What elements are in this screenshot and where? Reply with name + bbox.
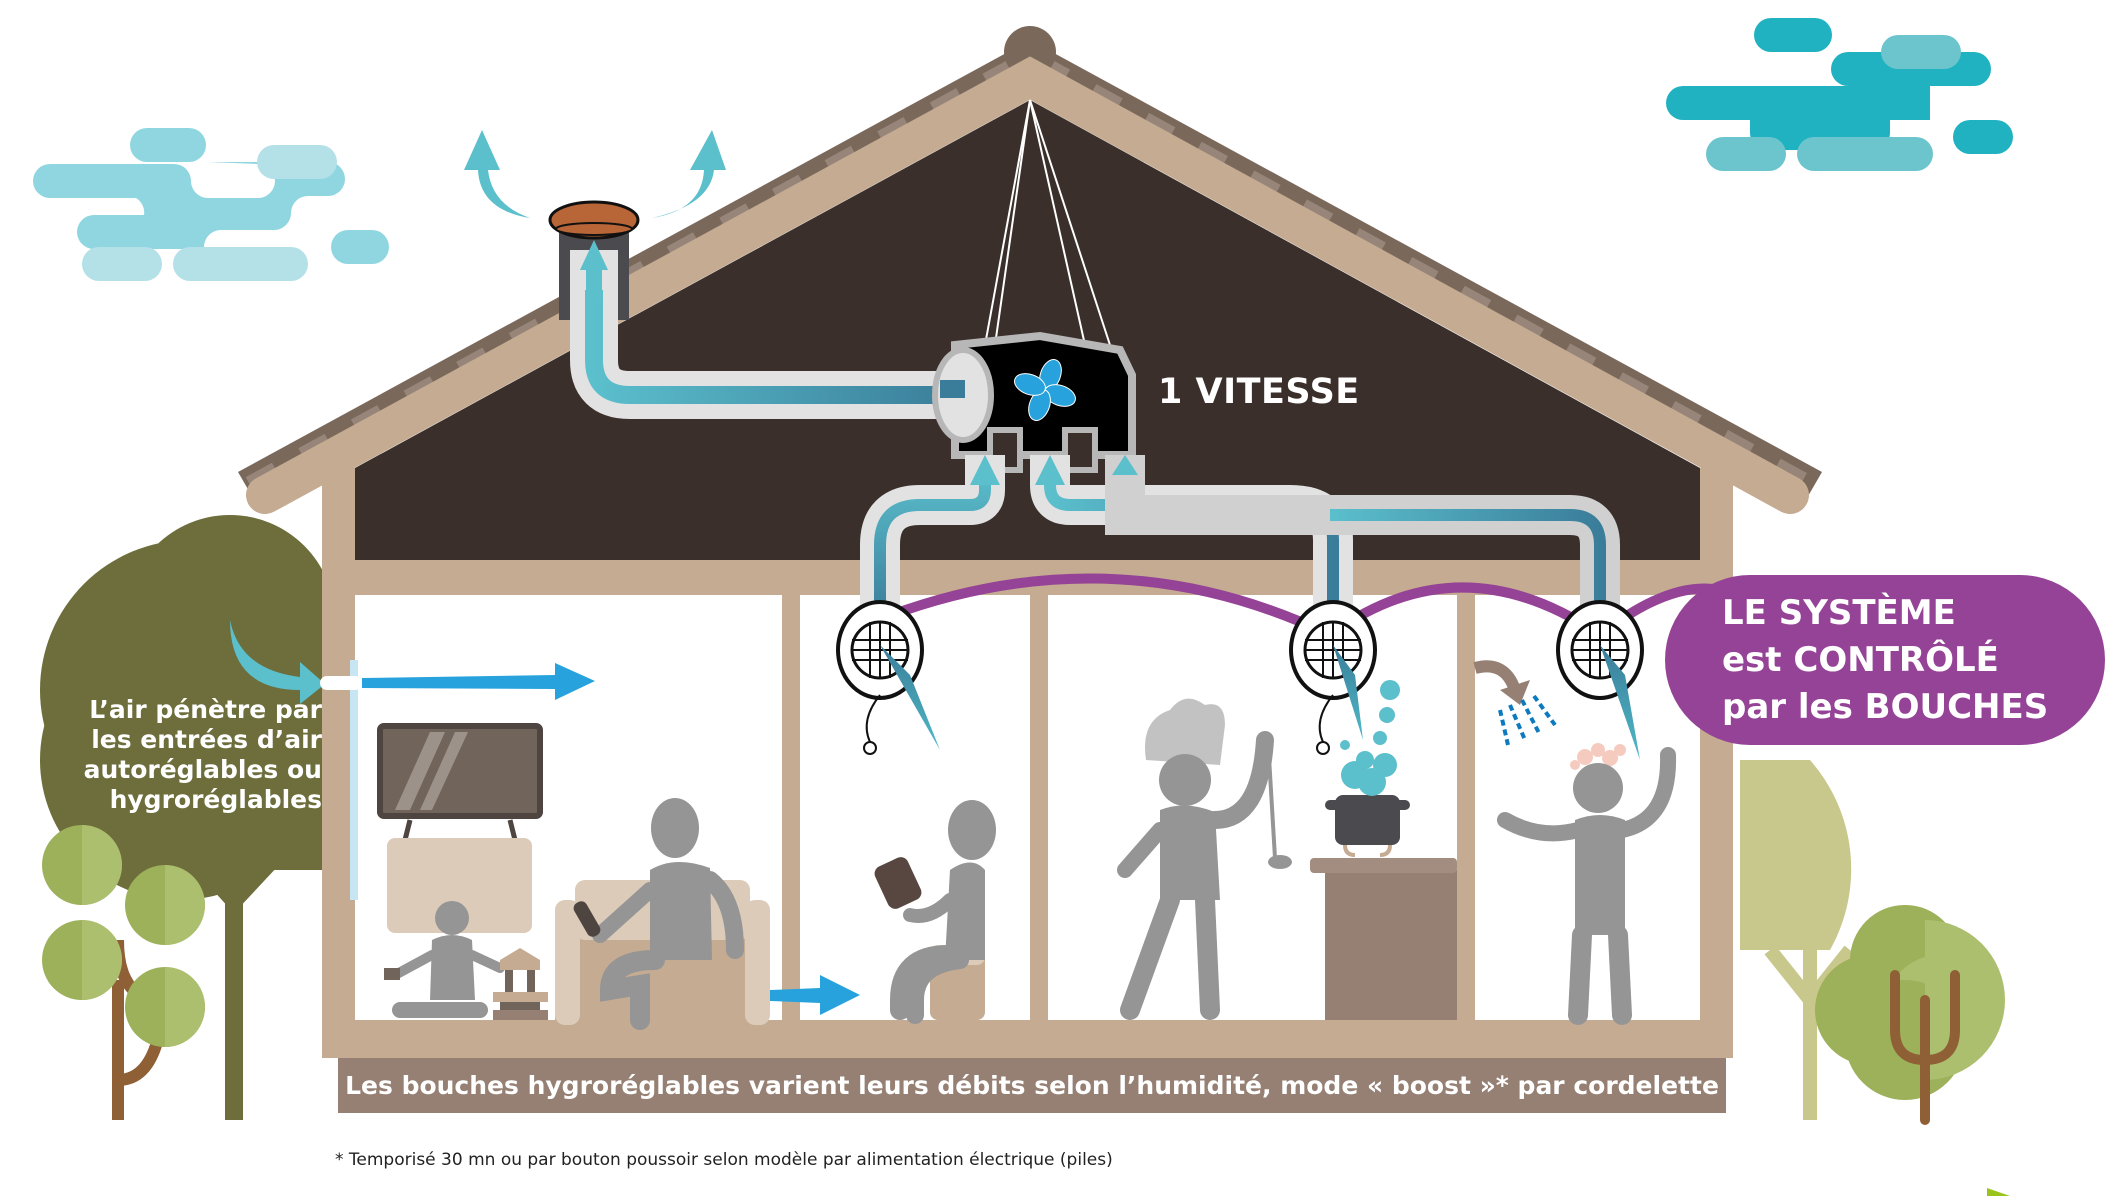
chef-icon bbox=[1117, 698, 1292, 1020]
control-note-line: par les BOUCHES bbox=[1722, 687, 2049, 727]
tree-light-right bbox=[1740, 760, 1856, 1120]
child-playing bbox=[384, 901, 505, 1018]
cloud-right bbox=[1666, 18, 2013, 171]
attic bbox=[355, 100, 1700, 560]
fan-icon bbox=[1014, 359, 1076, 421]
next-arrow-icon[interactable] bbox=[1987, 1188, 2010, 1196]
control-note: LE SYSTÈME est CONTRÔLÉ par les BOUCHES bbox=[1722, 590, 2048, 731]
control-note-line: est CONTRÔLÉ bbox=[1722, 640, 1999, 680]
air-inlet-note-line: autoréglables ou bbox=[83, 755, 322, 784]
extract-vent bbox=[836, 600, 940, 755]
exhaust-arrows bbox=[464, 130, 726, 218]
air-inlet-note-line: hygroréglables bbox=[109, 785, 322, 814]
roof-beam bbox=[246, 56, 1809, 514]
toy-blocks bbox=[493, 948, 548, 1020]
tv-icon bbox=[377, 723, 543, 841]
tv-cabinet bbox=[387, 838, 532, 933]
control-note-line: LE SYSTÈME bbox=[1722, 593, 1956, 633]
shower-icon bbox=[1473, 660, 1557, 746]
pot-icon bbox=[1325, 680, 1410, 857]
kitchen-counter bbox=[1310, 858, 1457, 1020]
air-inlet-note-line: L’air pénètre par bbox=[89, 695, 322, 724]
control-bubble bbox=[1665, 575, 2105, 745]
air-inlet-note: L’air pénètre par les entrées d’air auto… bbox=[60, 695, 322, 815]
fan-speed-label: 1 VITESSE bbox=[1158, 372, 1360, 412]
person-showering bbox=[1497, 743, 1677, 1025]
person-sitting-armchair bbox=[573, 798, 744, 1030]
tree-green-left bbox=[42, 825, 205, 1120]
cloud-left bbox=[33, 128, 389, 281]
caption-bar: Les bouches hygroréglables varient leurs… bbox=[338, 1058, 1726, 1113]
control-line bbox=[876, 573, 1721, 642]
person-reading-icon bbox=[874, 800, 996, 1024]
extract-vent bbox=[1289, 600, 1377, 755]
tree-green-right bbox=[1815, 905, 2005, 1125]
footnote: * Temporisé 30 mn ou par bouton poussoir… bbox=[335, 1150, 1113, 1170]
fan-unit bbox=[932, 99, 1136, 473]
air-inlet-note-line: les entrées d’air bbox=[91, 725, 322, 754]
extract-vent bbox=[1556, 600, 1644, 760]
extraction-ducts bbox=[860, 455, 1620, 620]
caption-text: Les bouches hygroréglables varient leurs… bbox=[345, 1071, 1719, 1100]
air-inlet bbox=[230, 620, 860, 1015]
